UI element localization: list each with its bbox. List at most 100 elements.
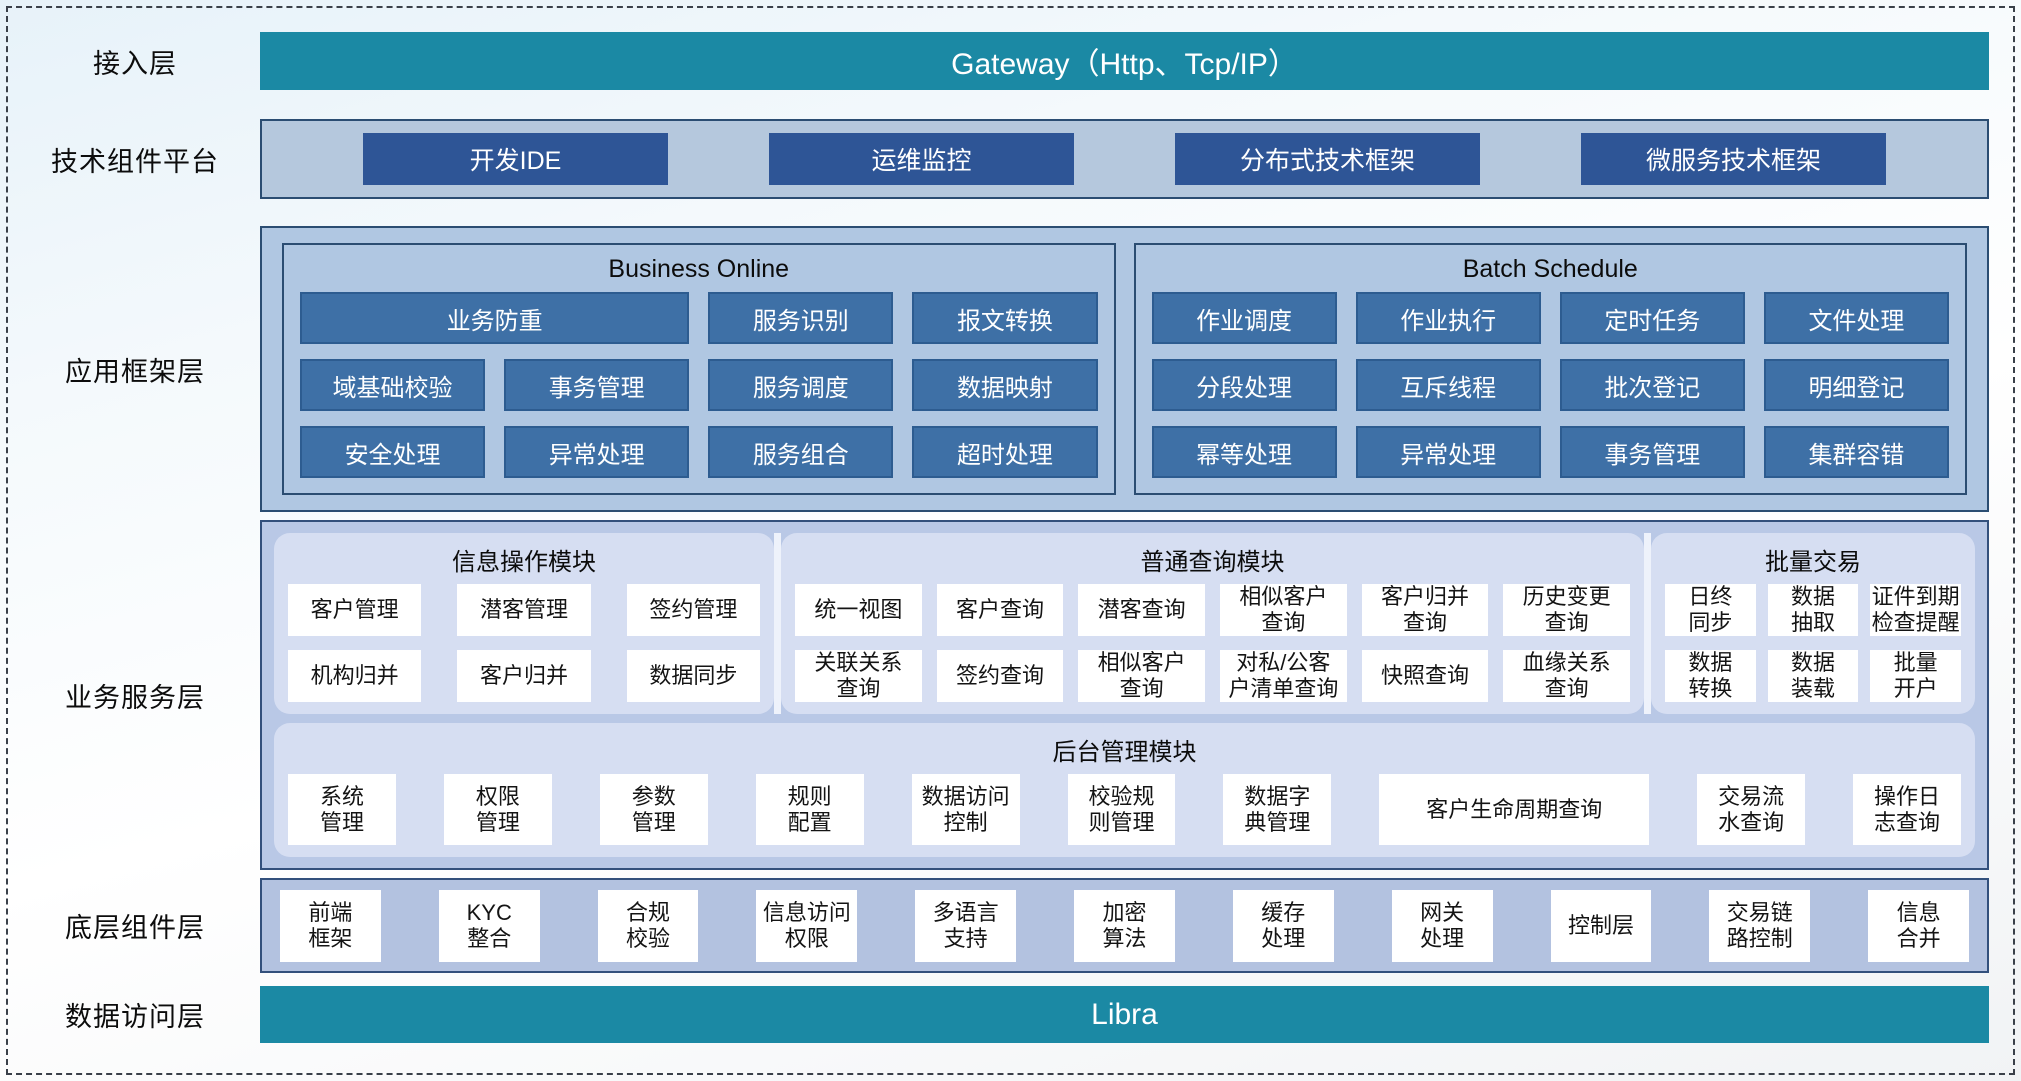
framework-item: 域基础校验 — [300, 359, 486, 411]
info-operation-module: 信息操作模块 客户管理 潜客管理 签约管理 机构归并 客户归并 数据同步 — [274, 533, 774, 714]
tech-item: 运维监控 — [769, 133, 1074, 185]
component-cell: 信息访问 权限 — [756, 889, 858, 962]
framework-item: 服务组合 — [708, 426, 894, 478]
service-cell: 签约查询 — [936, 650, 1064, 702]
service-cell: 权限 管理 — [443, 774, 552, 845]
framework-item: 作业调度 — [1151, 292, 1337, 344]
batch-trade-module: 批量交易 日终 同步 数据 抽取 证件到期 检查提醒 数据 转换 数据 装载 批… — [1651, 533, 1975, 714]
service-cell: 关联关系 查询 — [795, 650, 922, 702]
service-cell: 规则 配置 — [755, 774, 864, 845]
framework-item: 超时处理 — [912, 426, 1098, 478]
tech-item: 分布式技术框架 — [1175, 133, 1480, 185]
service-cell: 签约管理 — [626, 584, 760, 636]
tech-item: 开发IDE — [363, 133, 668, 185]
service-cell: 对私/公客 户清单查询 — [1219, 650, 1347, 702]
service-cell: 历史变更 查询 — [1503, 584, 1630, 636]
framework-item: 作业执行 — [1355, 292, 1541, 344]
common-query-module: 普通查询模块 统一视图 客户查询 潜客查询 相似客户 查询 客户归并 查询 历史… — [781, 533, 1644, 714]
libra-band: Libra — [260, 986, 1989, 1043]
framework-item: 报文转换 — [912, 292, 1098, 344]
framework-item: 定时任务 — [1559, 292, 1745, 344]
service-cell: 数据 抽取 — [1767, 584, 1859, 636]
app-framework-row: 应用框架层 Business Online 业务防重 服务识别 报文转换 域基础… — [10, 226, 2007, 512]
service-cell: 操作日 志查询 — [1853, 774, 1961, 845]
component-cell: 网关 处理 — [1391, 889, 1493, 962]
business-service-row: 业务服务层 信息操作模块 客户管理 潜客管理 签约管理 机构归并 客户归并 数据… — [10, 520, 2007, 870]
framework-item: 数据映射 — [912, 359, 1098, 411]
component-cell: 控制层 — [1550, 889, 1652, 962]
service-cell: 参数 管理 — [599, 774, 708, 845]
service-cell: 系统 管理 — [288, 774, 396, 845]
service-cell: 数据同步 — [626, 650, 760, 702]
bottom-component-container: 前端 框架 KYC 整合 合规 校验 信息访问 权限 多语言 支持 加密 算法 … — [260, 878, 1989, 973]
app-framework-container: Business Online 业务防重 服务识别 报文转换 域基础校验 事务管… — [260, 226, 1989, 512]
common-query-title: 普通查询模块 — [1140, 549, 1285, 576]
gateway-band: Gateway（Http、Tcp/IP） — [260, 32, 1989, 90]
service-cell: 客户归并 查询 — [1361, 584, 1489, 636]
batch-schedule-group: Batch Schedule 作业调度 作业执行 定时任务 文件处理 分段处理 … — [1133, 243, 1967, 495]
backend-admin-title: 后台管理模块 — [1052, 739, 1197, 766]
service-cell: 客户归并 — [457, 650, 591, 702]
tech-item: 微服务技术框架 — [1581, 133, 1886, 185]
business-online-title: Business Online — [608, 255, 790, 283]
app-framework-label: 应用框架层 — [65, 356, 205, 387]
tech-platform-row: 技术组件平台 开发IDE 运维监控 分布式技术框架 微服务技术框架 — [10, 119, 2007, 199]
service-cell: 校验规 则管理 — [1067, 774, 1176, 845]
service-cell: 统一视图 — [795, 584, 922, 636]
framework-item: 事务管理 — [504, 359, 690, 411]
service-cell: 数据访问 控制 — [911, 774, 1020, 845]
framework-item: 幂等处理 — [1151, 426, 1337, 478]
framework-item: 安全处理 — [300, 426, 486, 478]
framework-item: 文件处理 — [1763, 292, 1949, 344]
component-cell: 缓存 处理 — [1232, 889, 1334, 962]
framework-item: 分段处理 — [1151, 359, 1337, 411]
info-operation-title: 信息操作模块 — [452, 549, 596, 576]
framework-item: 业务防重 — [300, 292, 690, 344]
framework-item: 服务调度 — [708, 359, 894, 411]
service-cell: 数据 装载 — [1767, 650, 1859, 702]
framework-item: 集群容错 — [1763, 426, 1949, 478]
framework-item: 事务管理 — [1559, 426, 1745, 478]
framework-item: 明细登记 — [1763, 359, 1949, 411]
bottom-component-row: 底层组件层 前端 框架 KYC 整合 合规 校验 信息访问 权限 多语言 支持 … — [10, 878, 2007, 973]
service-cell: 潜客查询 — [1078, 584, 1205, 636]
service-cell: 日终 同步 — [1665, 584, 1756, 636]
data-access-row: 数据访问层 Libra — [10, 986, 2007, 1043]
component-cell: 信息 合并 — [1868, 889, 1969, 962]
component-cell: 多语言 支持 — [915, 889, 1017, 962]
batch-trade-title: 批量交易 — [1765, 549, 1861, 576]
component-cell: 加密 算法 — [1074, 889, 1175, 962]
component-cell: KYC 整合 — [438, 889, 540, 962]
component-cell: 交易链 路控制 — [1709, 889, 1811, 962]
tech-platform-band: 开发IDE 运维监控 分布式技术框架 微服务技术框架 — [260, 119, 1989, 199]
service-cell: 血缘关系 查询 — [1503, 650, 1630, 702]
backend-admin-module: 后台管理模块 系统 管理 权限 管理 参数 管理 规则 配置 数据访问 控制 校… — [274, 723, 1975, 857]
service-cell: 数据字 典管理 — [1223, 774, 1332, 845]
architecture-diagram: 接入层 Gateway（Http、Tcp/IP） 技术组件平台 开发IDE 运维… — [10, 10, 2007, 1043]
framework-item: 异常处理 — [504, 426, 690, 478]
service-cell: 快照查询 — [1361, 650, 1489, 702]
framework-item: 批次登记 — [1559, 359, 1745, 411]
module-divider — [774, 533, 781, 714]
service-cell: 交易流 水查询 — [1697, 774, 1806, 845]
service-cell: 证件到期 检查提醒 — [1870, 584, 1961, 636]
framework-item: 互斥线程 — [1355, 359, 1541, 411]
tech-platform-label: 技术组件平台 — [51, 146, 219, 177]
service-cell: 相似客户 查询 — [1219, 584, 1347, 636]
service-cell: 批量 开户 — [1870, 650, 1961, 702]
service-cell: 机构归并 — [288, 650, 422, 702]
business-service-container: 信息操作模块 客户管理 潜客管理 签约管理 机构归并 客户归并 数据同步 普通查… — [260, 520, 1989, 870]
business-service-label: 业务服务层 — [65, 682, 205, 713]
component-cell: 前端 框架 — [280, 889, 381, 962]
service-cell: 客户查询 — [936, 584, 1064, 636]
service-cell: 客户管理 — [288, 584, 422, 636]
service-cell: 客户生命周期查询 — [1379, 774, 1650, 845]
component-cell: 合规 校验 — [597, 889, 699, 962]
business-online-group: Business Online 业务防重 服务识别 报文转换 域基础校验 事务管… — [282, 243, 1116, 495]
module-divider — [1644, 533, 1651, 714]
framework-item: 异常处理 — [1355, 426, 1541, 478]
access-layer-row: 接入层 Gateway（Http、Tcp/IP） — [10, 32, 2007, 90]
batch-schedule-title: Batch Schedule — [1462, 255, 1638, 283]
service-cell: 相似客户 查询 — [1078, 650, 1205, 702]
bottom-component-label: 底层组件层 — [65, 913, 205, 943]
